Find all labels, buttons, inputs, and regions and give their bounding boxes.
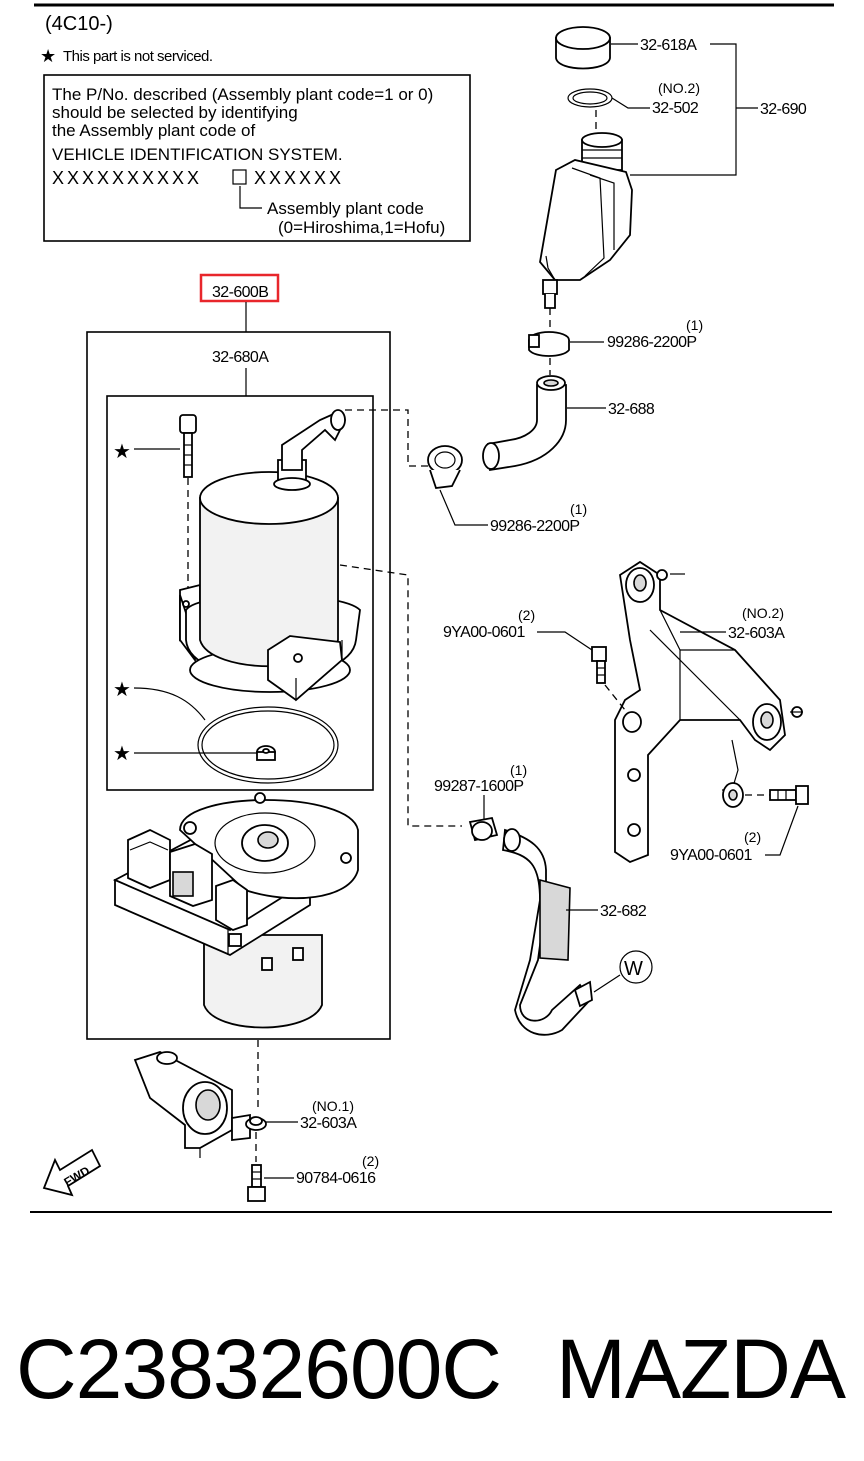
star-icon: ★: [40, 46, 56, 66]
callout-reservoir[interactable]: 32-690: [760, 101, 808, 118]
pump-unit-frame: [106, 395, 374, 791]
fwd-arrow-icon: FWD: [42, 1148, 102, 1197]
plant-code-box: [232, 169, 247, 185]
callout-bolt-b[interactable]: 9YA00-0601: [670, 847, 753, 864]
notice-line-4: VEHICLE IDENTIFICATION SYSTEM.: [52, 145, 343, 164]
star-icon: ★: [113, 743, 131, 765]
pump-controller-icon: [112, 792, 359, 1029]
ref-w-label: W: [624, 958, 643, 980]
bolt-icon: [247, 1164, 266, 1202]
nut-icon: [256, 745, 276, 761]
qty-gasket: (NO.2): [658, 80, 700, 96]
o-ring-icon: [197, 706, 339, 784]
callout-clamp-low[interactable]: 99287-1600P: [434, 778, 524, 795]
reservoir-tank-icon: [539, 132, 633, 309]
upper-hose-icon: [482, 375, 567, 472]
qty-bolt-b: (2): [744, 829, 761, 845]
qty-bracket-no1: (NO.1): [312, 1098, 354, 1114]
callout-clamp-top[interactable]: 99286-2200P: [607, 334, 697, 351]
callout-bracket-no1[interactable]: 32-603A: [300, 1115, 358, 1132]
callout-bolt-c[interactable]: 90784-0616: [296, 1170, 377, 1187]
plant-code-label: Assembly plant code: [267, 199, 424, 218]
star-icon: ★: [113, 679, 131, 701]
model-code: (4C10-): [45, 13, 113, 35]
qty-bolt-a: (2): [518, 607, 535, 623]
plant-code-values: (0=Hiroshima,1=Hofu): [278, 218, 445, 237]
washer-icon: [245, 1116, 267, 1131]
bolt-icon: [769, 785, 809, 805]
bracket-no2-icon: [614, 560, 803, 864]
callout-hose-lower[interactable]: 32-682: [600, 903, 648, 920]
reservoir-cap-icon: [555, 26, 611, 70]
hose-clamp-icon: [468, 816, 499, 842]
hose-clamp-icon: [427, 445, 463, 489]
qty-clamp-top: (1): [686, 317, 703, 333]
nut-icon: [722, 782, 744, 808]
notice-line-1: The P/No. described (Assembly plant code…: [52, 85, 433, 104]
hose-clamp-icon: [528, 331, 570, 357]
qty-clamp-mid: (1): [570, 501, 587, 517]
qty-bracket-no2: (NO.2): [742, 605, 784, 621]
vin-left: XXXXXXXXXX: [52, 168, 202, 188]
part-number: C23832600C: [16, 1322, 501, 1416]
plant-code-leader: [239, 186, 262, 209]
bracket-no1-icon: [133, 1051, 251, 1158]
ref-circle-icon: [619, 950, 653, 984]
notice-box: [43, 74, 471, 242]
star-icon: ★: [113, 441, 131, 463]
notice-line-3: the Assembly plant code of: [52, 121, 255, 140]
screw-icon: [179, 414, 197, 590]
assembly-highlight-box[interactable]: [199, 273, 280, 303]
vin-right: XXXXXX: [254, 168, 344, 188]
callout-assembly[interactable]: 32-600B: [212, 284, 269, 301]
bolt-icon: [591, 646, 607, 684]
assembly-frame: [86, 331, 391, 1040]
brand-name: MAZDA: [556, 1322, 846, 1416]
callout-bolt-a[interactable]: 9YA00-0601: [443, 624, 526, 641]
callout-bracket-no2[interactable]: 32-603A: [728, 625, 786, 642]
callout-cap[interactable]: 32-618A: [640, 37, 698, 54]
callout-hose-upper[interactable]: 32-688: [608, 401, 656, 418]
qty-bolt-c: (2): [362, 1153, 379, 1169]
qty-clamp-low: (1): [510, 762, 527, 778]
gasket-icon: [567, 88, 613, 108]
lower-hose-icon: [502, 828, 593, 1036]
callout-clamp-mid[interactable]: 99286-2200P: [490, 518, 580, 535]
notice-line-2: should be selected by identifying: [52, 103, 298, 122]
callout-gasket[interactable]: 32-502: [652, 100, 700, 117]
motor-icon: [179, 409, 361, 702]
star-note: This part is not serviced.: [63, 48, 213, 65]
callout-pump-unit[interactable]: 32-680A: [212, 349, 270, 366]
